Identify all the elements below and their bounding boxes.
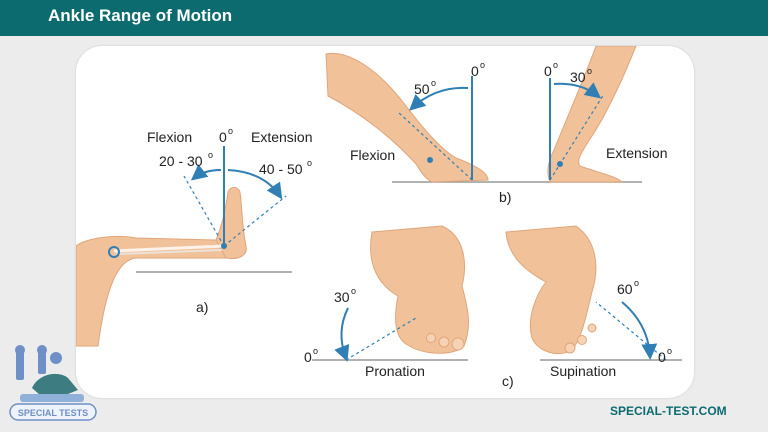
ankle-joint-b-flexion: [427, 157, 433, 163]
panel-b: 50 o 0 o Flexion 0 o 30 o Extension b): [326, 46, 667, 205]
caption-b: b): [499, 189, 511, 205]
flexion-dashed-line-a: [184, 176, 224, 246]
pronation-zero: 0: [304, 349, 312, 365]
pronation-angle: 30: [334, 289, 350, 305]
pronation-angle-degree: o: [351, 286, 356, 296]
flexion-arc-a: [194, 170, 221, 178]
supination-angle-degree: o: [634, 278, 639, 288]
supination-label: Supination: [550, 363, 616, 379]
extension-range-a: 40 - 50: [259, 161, 303, 177]
extension-degree-mark-a: o: [307, 158, 312, 168]
caption-c: c): [502, 373, 514, 389]
zero-label-a: 0: [219, 129, 227, 145]
panel-c: 30 o 0 o Pronation 60 o 0 o Supination c…: [304, 226, 682, 389]
zero-degree-mark-a: o: [228, 126, 233, 136]
supination-zero-degree: o: [667, 346, 672, 356]
pronation-zero-degree: o: [313, 346, 318, 356]
flexion-degree-mark-a: o: [208, 150, 213, 160]
flexion-label-b: Flexion: [350, 147, 395, 163]
flexion-range-a: 20 - 30: [159, 153, 203, 169]
extension-zero-degree-b: o: [553, 60, 558, 70]
supination-angle: 60: [617, 281, 633, 297]
foot-illustration-c-pronation: [371, 226, 469, 353]
extension-angle-degree-b: o: [587, 66, 592, 76]
flexion-label-a: Flexion: [147, 129, 192, 145]
ankle-rom-diagram: Flexion 0 o Extension 20 - 30 o 40 - 50 …: [76, 46, 694, 398]
extension-label-b: Extension: [606, 145, 667, 161]
header-bar: Ankle Range of Motion: [0, 0, 768, 36]
special-tests-logo: SPECIAL TESTS: [8, 344, 104, 422]
extension-label-a: Extension: [251, 129, 312, 145]
panel-a: Flexion 0 o Extension 20 - 30 o 40 - 50 …: [76, 126, 312, 346]
flexion-zero-b: 0: [471, 63, 479, 79]
supination-zero: 0: [658, 349, 666, 365]
diagram-card: Flexion 0 o Extension 20 - 30 o 40 - 50 …: [76, 46, 694, 398]
page-title: Ankle Range of Motion: [48, 6, 232, 26]
caption-a: a): [196, 299, 208, 315]
pronation-arc: [341, 308, 348, 358]
extension-zero-b: 0: [544, 63, 552, 79]
foot-illustration-c-supination: [506, 226, 596, 354]
extension-angle-b: 30: [570, 69, 586, 85]
flexion-angle-degree-b: o: [431, 78, 436, 88]
pronation-label: Pronation: [365, 363, 425, 379]
flexion-angle-b: 50: [414, 81, 430, 97]
footer-site-link[interactable]: SPECIAL-TEST.COM: [610, 404, 727, 418]
foot-illustration-a: [216, 188, 246, 259]
supination-arc: [622, 302, 650, 356]
logo-text: SPECIAL TESTS: [18, 408, 88, 418]
flexion-zero-degree-b: o: [480, 60, 485, 70]
